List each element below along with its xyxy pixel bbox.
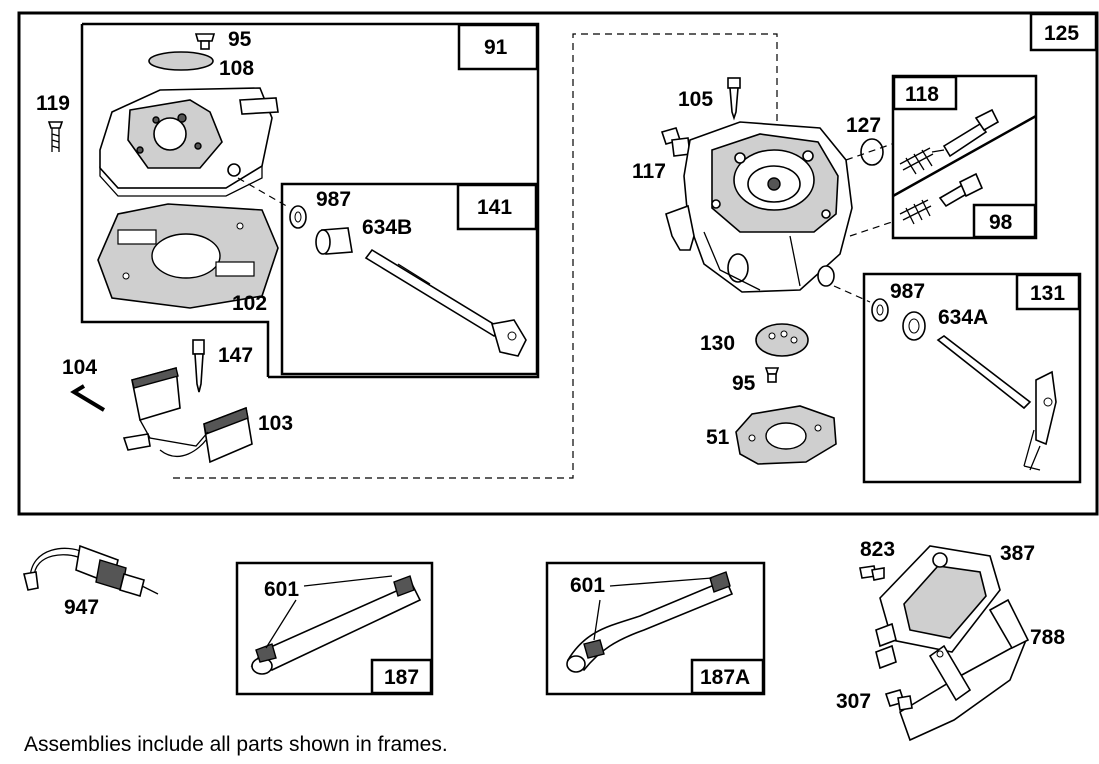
label-51: 51	[706, 426, 730, 449]
solenoid-947-part	[23, 544, 159, 598]
gasket-108-part	[148, 51, 214, 71]
fuel-line-187-part	[250, 575, 422, 675]
frame-118-label: 118	[905, 83, 939, 106]
frame-125-label: 125	[1044, 22, 1079, 45]
dashed-assembly-line	[173, 33, 778, 479]
bracket-788-part	[899, 598, 1030, 742]
frame-141-label: 141	[477, 196, 512, 219]
throttle-shaft-part	[364, 248, 527, 357]
frame-187-label: 187	[384, 666, 419, 689]
needle-147-part	[192, 339, 205, 393]
label-823: 823	[860, 538, 895, 561]
label-788: 788	[1030, 626, 1065, 649]
mixture-screw-98-part	[899, 172, 984, 225]
label-987-left: 987	[316, 188, 351, 211]
gasket-102-part	[97, 203, 279, 309]
label-130: 130	[700, 332, 735, 355]
choke-shaft-part	[936, 335, 1057, 471]
label-105: 105	[678, 88, 713, 111]
label-634b: 634B	[362, 216, 412, 239]
label-387: 387	[1000, 542, 1035, 565]
label-108: 108	[219, 57, 254, 80]
label-117: 117	[632, 160, 666, 183]
frame-131-label: 131	[1030, 282, 1065, 305]
label-103: 103	[258, 412, 293, 435]
pin-104-part	[70, 384, 106, 412]
gasket-51-part	[735, 405, 837, 465]
plug-127-part	[860, 138, 884, 166]
label-127: 127	[846, 114, 881, 137]
jet-117-part	[660, 127, 691, 157]
frame-125	[17, 11, 1099, 516]
bushing-634b-part	[315, 227, 353, 255]
frame-187	[235, 561, 434, 696]
fuel-pump-387-part	[875, 545, 1001, 670]
screw-307-part	[884, 689, 913, 711]
fuel-line-187a-part	[566, 571, 734, 673]
label-307: 307	[836, 690, 871, 713]
assembly-note: Assemblies include all parts shown in fr…	[24, 733, 448, 756]
frame-187a-label: 187A	[700, 666, 750, 689]
label-102: 102	[232, 292, 267, 315]
screw-95b-part	[764, 367, 780, 383]
label-95-top: 95	[228, 28, 252, 51]
label-634a: 634A	[938, 306, 988, 329]
label-987-right: 987	[890, 280, 925, 303]
float-103-part	[122, 366, 253, 464]
carburetor-cover-part	[99, 87, 279, 197]
label-601-right: 601	[570, 574, 605, 597]
label-95-right: 95	[732, 372, 756, 395]
screw-823-part	[859, 565, 885, 581]
label-601-left: 601	[264, 578, 299, 601]
frame-131	[862, 272, 1082, 484]
idle-screw-118-part	[899, 108, 1000, 175]
plate-130-part	[755, 323, 809, 357]
screw-95-part	[194, 33, 216, 50]
label-119: 119	[36, 92, 70, 115]
bushing-634a-part	[902, 311, 926, 341]
label-104: 104	[62, 356, 97, 379]
frame-91-label: 91	[484, 36, 508, 59]
frame-187a	[545, 561, 766, 696]
frame-98-label: 98	[989, 211, 1013, 234]
frame-91	[457, 23, 539, 71]
frame-118-98	[891, 74, 1038, 240]
label-147: 147	[218, 344, 253, 367]
screw-119-part	[47, 121, 64, 152]
frame-141	[280, 182, 539, 376]
carburetor-body-part	[665, 121, 853, 293]
needle-105-part	[727, 77, 741, 121]
label-947: 947	[64, 596, 99, 619]
